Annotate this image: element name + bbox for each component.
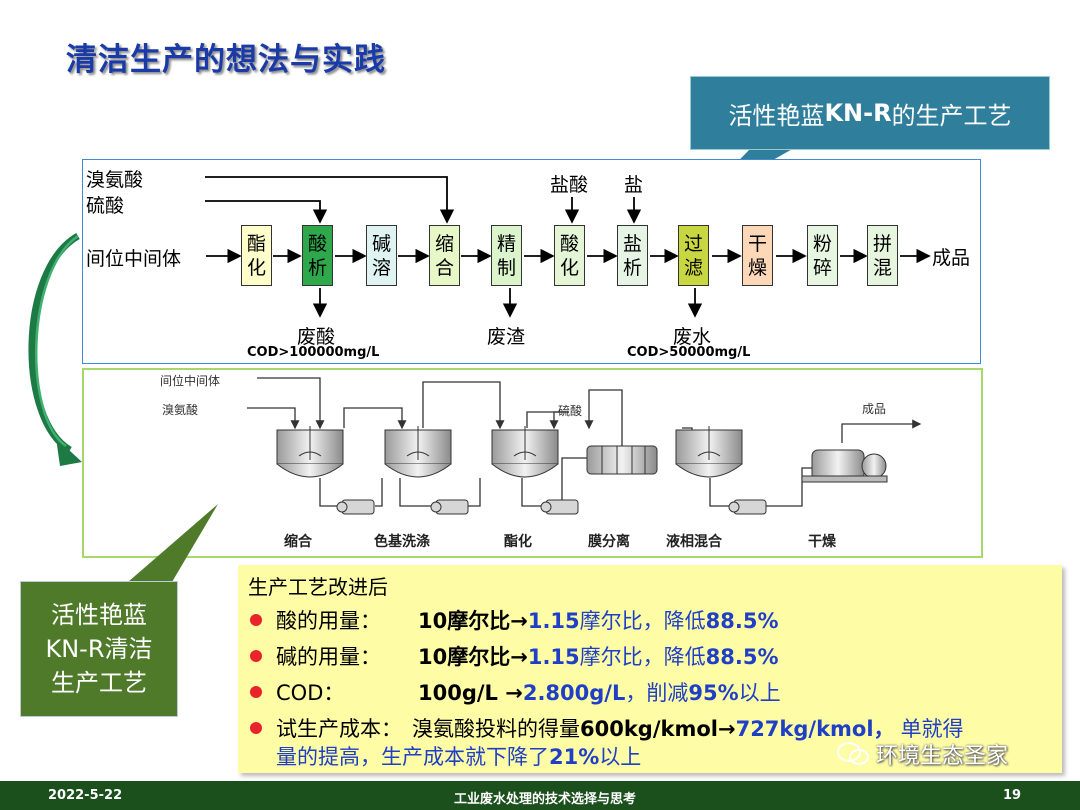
process-step-char: 燥 xyxy=(747,256,767,279)
process-step-char: 粉 xyxy=(812,232,832,255)
footer-title: 工业废水处理的技术选择与思考 xyxy=(454,792,637,807)
stage-label-2: 酯化 xyxy=(504,534,532,550)
process-step-10: 拼混 xyxy=(867,225,898,286)
output-product: 成品 xyxy=(932,247,971,269)
results-header: 生产工艺改进后 xyxy=(248,575,388,599)
input-hcl: 盐酸 xyxy=(550,174,589,196)
process-step-5: 酸化 xyxy=(554,225,585,286)
process-step-3: 缩合 xyxy=(429,225,460,286)
process-step-char: 盐 xyxy=(622,232,642,255)
cod-waste-acid: COD>100000mg/L xyxy=(247,345,380,360)
callout-left-line2: KN-R清洁 xyxy=(45,635,153,663)
equip-input-intermediate: 间位中间体 xyxy=(160,374,221,388)
process-step-char: 析 xyxy=(307,256,327,279)
stage-label-3: 膜分离 xyxy=(588,534,630,550)
waste-acid-label: 废酸 xyxy=(297,326,336,348)
process-step-char: 化 xyxy=(559,256,579,279)
process-step-char: 过 xyxy=(683,232,703,255)
pumps xyxy=(336,499,767,515)
process-step-7: 过滤 xyxy=(678,225,709,286)
process-step-char: 化 xyxy=(246,256,266,279)
waste-water-label: 废水 xyxy=(673,326,712,348)
process-step-char: 制 xyxy=(496,256,516,279)
bullet-icon xyxy=(250,686,262,698)
stage-label-0: 缩合 xyxy=(284,534,312,550)
process-step-char: 合 xyxy=(434,256,454,279)
bullet-icon xyxy=(250,722,262,734)
process-step-6: 盐析 xyxy=(617,225,648,286)
bullet-icon xyxy=(250,614,262,626)
input-salt: 盐 xyxy=(624,174,644,196)
stage-label-1: 色基洗涤 xyxy=(374,534,430,550)
process-step-char: 精 xyxy=(496,232,516,255)
membrane-module xyxy=(586,445,658,475)
process-step-char: 析 xyxy=(622,256,642,279)
process-step-2: 碱溶 xyxy=(366,225,397,286)
callout-top-post: 的生产工艺 xyxy=(891,101,1012,130)
equipment-drawing xyxy=(247,377,922,515)
process-step-char: 溶 xyxy=(371,256,391,279)
input-sulfuric: 硫酸 xyxy=(86,195,125,217)
waste-residue-label: 废渣 xyxy=(487,326,526,348)
process-step-char: 拼 xyxy=(872,232,892,255)
equip-input-bromo: 溴氨酸 xyxy=(162,403,199,417)
process-step-char: 混 xyxy=(872,256,892,279)
process-step-9: 粉碎 xyxy=(807,225,838,286)
callout-clean-process: 活性艳蓝 KN-R清洁 生产工艺 xyxy=(20,581,178,717)
process-step-0: 酯化 xyxy=(241,225,272,286)
footer-bar: 2022-5-22 工业废水处理的技术选择与思考 19 xyxy=(0,781,1080,810)
bullet-icon xyxy=(250,650,262,662)
process-step-char: 酸 xyxy=(559,232,579,255)
process-step-1: 酸析 xyxy=(302,225,333,286)
watermark: 环境生态圣家 xyxy=(836,738,1008,770)
footer-page-number: 19 xyxy=(1003,788,1022,803)
process-step-char: 碱 xyxy=(371,232,391,255)
reactor-tanks xyxy=(276,426,743,478)
process-step-4: 精制 xyxy=(491,225,522,286)
callout-top-bold: KN-R xyxy=(824,99,892,127)
original-process-flowchart xyxy=(82,159,981,364)
process-step-8: 干燥 xyxy=(742,225,773,286)
callout-left-line3: 生产工艺 xyxy=(51,669,147,697)
page-title: 清洁生产的想法与实践 xyxy=(66,42,386,78)
process-step-char: 干 xyxy=(747,232,767,255)
callout-left-line1: 活性艳蓝 xyxy=(51,601,147,629)
footer-date: 2022-5-22 xyxy=(48,788,123,803)
equip-input-sulfuric: 硫酸 xyxy=(558,404,583,418)
equip-output-product: 成品 xyxy=(862,402,887,416)
callout-left-pointer xyxy=(128,504,218,582)
wechat-icon xyxy=(837,742,869,765)
input-intermediate: 间位中间体 xyxy=(86,248,182,270)
dryer xyxy=(801,449,888,483)
cod-waste-water: COD>50000mg/L xyxy=(627,345,751,360)
process-step-char: 滤 xyxy=(683,256,703,279)
process-step-char: 缩 xyxy=(434,232,454,255)
process-step-char: 酯 xyxy=(246,232,266,255)
callout-top-pre: 活性艳蓝 xyxy=(728,101,825,130)
stage-label-4: 液相混合 xyxy=(666,534,722,550)
process-step-char: 碎 xyxy=(812,256,832,279)
stage-label-5: 干燥 xyxy=(808,534,836,550)
process-step-char: 酸 xyxy=(307,232,327,255)
input-bromo: 溴氨酸 xyxy=(86,169,144,191)
